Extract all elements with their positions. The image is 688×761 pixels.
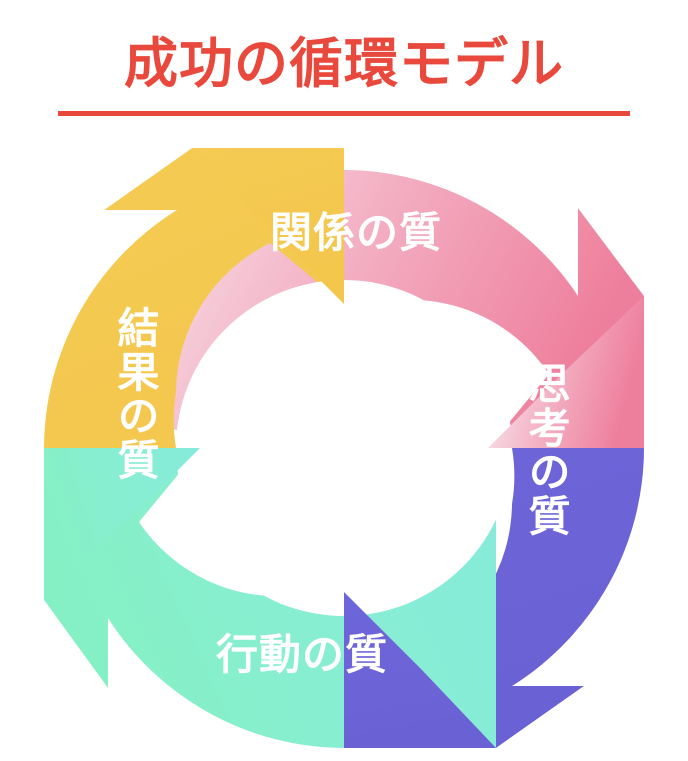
arrowhead-action bbox=[44, 448, 200, 600]
mask-corner-tl bbox=[44, 148, 192, 210]
arrow-segment-thinking[interactable] bbox=[344, 296, 644, 748]
center-disc bbox=[176, 280, 512, 616]
arrowhead-relationship bbox=[488, 296, 644, 448]
arrow-segment-result[interactable] bbox=[44, 148, 344, 600]
cycle-diagram bbox=[44, 148, 644, 748]
mask-corner-bl bbox=[44, 600, 108, 748]
page-title: 成功の循環モデル bbox=[124, 32, 564, 95]
title-underline bbox=[58, 111, 630, 116]
page-title-block: 成功の循環モデル bbox=[0, 32, 688, 95]
mask-corner-br bbox=[496, 686, 644, 748]
cycle-diagram-svg bbox=[44, 148, 644, 748]
arrowhead-result bbox=[192, 148, 344, 304]
arrowhead-thinking bbox=[344, 592, 496, 748]
mask-corner-tr bbox=[578, 148, 644, 296]
